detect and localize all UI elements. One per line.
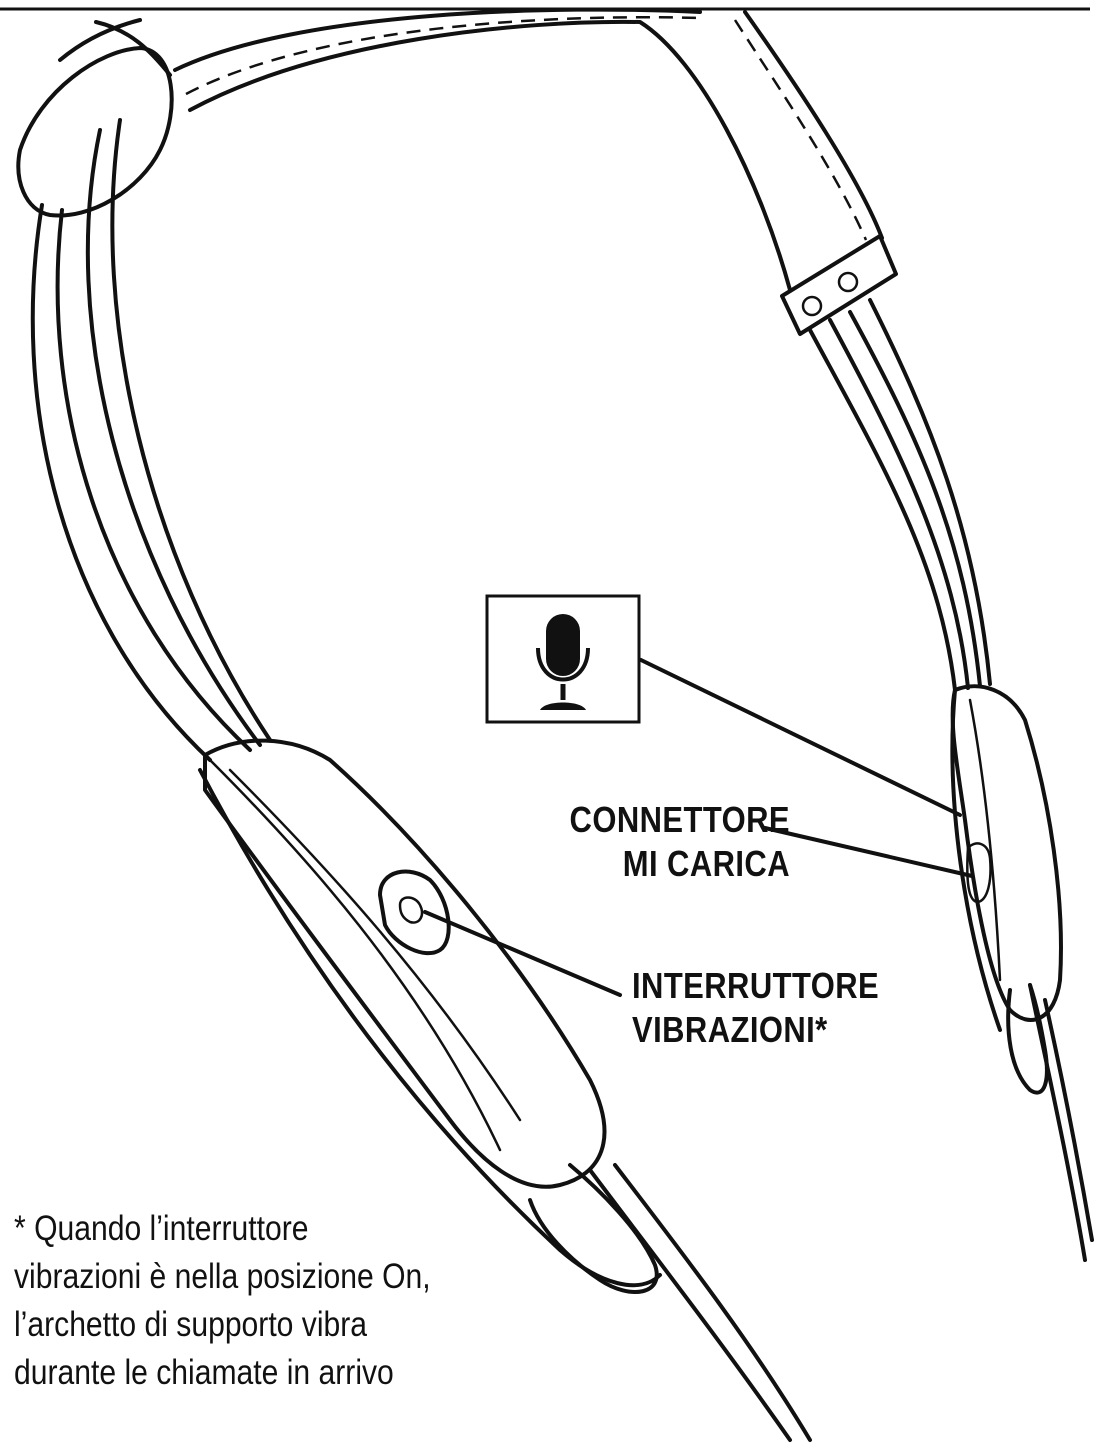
microphone-icon (536, 614, 590, 710)
vibration-switch-label: INTERRUTTORE VIBRAZIONI* (632, 964, 890, 1052)
vibration-switch-leader-line (423, 910, 622, 997)
footnote: * Quando l’interruttore vibrazioni è nel… (14, 1205, 496, 1397)
footnote-line3: l’archetto di supporto vibra (14, 1305, 368, 1344)
vibration-switch-label-line2: VIBRAZIONI* (632, 1009, 828, 1050)
vibration-switch-button (378, 869, 451, 956)
left-hook (198, 768, 812, 1442)
left-band-cap (16, 18, 174, 218)
right-pod (950, 684, 1063, 1032)
charge-connector-label: CONNETTORE MI CARICA (566, 798, 790, 886)
microphone-callout (485, 594, 641, 724)
charge-connector-label-line2: MI CARICA (622, 843, 790, 884)
charge-connector-label-line1: CONNETTORE (569, 799, 790, 840)
right-support-wires (808, 298, 992, 692)
headband-strap (173, 7, 884, 292)
footnote-line2: vibrazioni è nella posizione On, (14, 1257, 431, 1296)
right-hook (1006, 983, 1094, 1262)
vibration-switch-label-line1: INTERRUTTORE (632, 965, 880, 1006)
left-support-wires (30, 118, 272, 762)
charge-connector-leader-line (763, 826, 974, 878)
microphone-leader-line (639, 658, 962, 817)
right-band-clip (780, 234, 898, 336)
footnote-line1: * Quando l’interruttore (14, 1209, 309, 1248)
footnote-line4: durante le chiamate in arrivo (14, 1353, 394, 1392)
charge-connector-port (966, 842, 992, 904)
